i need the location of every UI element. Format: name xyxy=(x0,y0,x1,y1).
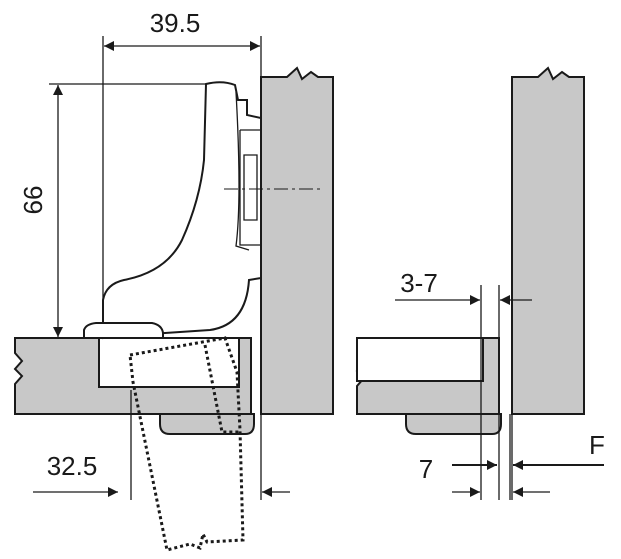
dim-66-label: 66 xyxy=(18,186,48,215)
dim-7-label: 7 xyxy=(419,454,433,484)
hinge-stop-right xyxy=(405,413,502,435)
cup-recess xyxy=(98,337,240,388)
door-edge-recess xyxy=(356,337,484,382)
dim-32-5-label: 32.5 xyxy=(47,451,98,481)
carcass-panel-left xyxy=(260,66,334,415)
dim-3-7-label: 3-7 xyxy=(400,268,438,298)
carcass-panel-right xyxy=(511,66,585,415)
hinge-arm-inner xyxy=(235,91,250,251)
mounting-plate xyxy=(239,129,261,246)
hinge-open-ghost xyxy=(128,336,245,552)
hinge-stop-left xyxy=(159,413,255,435)
force-label: F xyxy=(589,430,605,460)
hinge-base xyxy=(83,322,164,339)
dim-39-5-label: 39.5 xyxy=(150,8,201,38)
hinge-arm xyxy=(102,81,262,340)
